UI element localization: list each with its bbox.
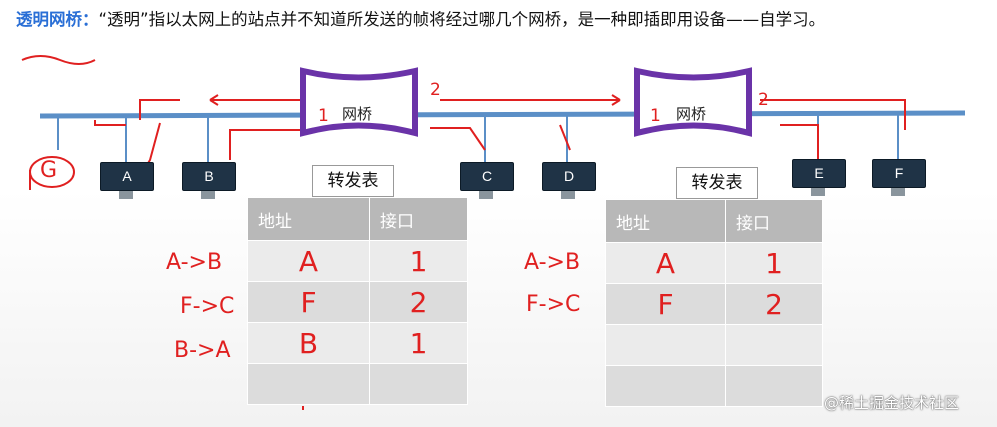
table-left-cell: 2 xyxy=(369,281,468,323)
host-g-circle xyxy=(29,156,75,188)
host-b-stand xyxy=(201,191,215,199)
table-right-cell xyxy=(725,365,823,407)
table-left-cell xyxy=(369,363,468,405)
direction-label-left: F->C xyxy=(180,294,235,319)
host-f: F xyxy=(872,159,926,188)
table-right-cell xyxy=(725,324,823,366)
bridge-right-label: 网桥 xyxy=(676,105,707,123)
table-right-header-row: 地址 接口 xyxy=(605,199,823,243)
host-g-label: G xyxy=(40,158,58,183)
table-right-title: 转发表 xyxy=(676,167,758,199)
bridge-right-port-2: 2 xyxy=(758,90,769,110)
bridge-left-shape xyxy=(300,67,418,137)
table-left-header-address: 地址 xyxy=(247,197,370,241)
table-right-header-address: 地址 xyxy=(605,199,726,243)
table-right-header-port: 接口 xyxy=(725,199,823,243)
table-left-cell: 1 xyxy=(369,322,468,364)
term-underline xyxy=(21,55,96,65)
table-right-cell xyxy=(605,324,726,366)
bridge-left-port-2: 2 xyxy=(430,80,441,100)
table-left-cell: F xyxy=(247,281,370,323)
header-body: “透明”指以太网上的站点并不知道所发送的帧将经过哪几个网桥，是一种即插即用设备—… xyxy=(98,10,826,29)
ethernet-line xyxy=(39,110,966,119)
bridge-left-label: 网桥 xyxy=(342,105,373,123)
host-e: E xyxy=(792,159,846,188)
bridge-right-shape xyxy=(634,67,752,137)
table-right-cell: 1 xyxy=(725,242,823,284)
header-term: 透明网桥： xyxy=(16,10,99,29)
bridge-left-port-1: 1 xyxy=(318,106,329,126)
table-left-cell: 1 xyxy=(369,240,468,282)
table-right-cell: 2 xyxy=(725,283,823,325)
table-left-title: 转发表 xyxy=(312,165,394,197)
host-a: A xyxy=(100,162,154,191)
host-f-stand xyxy=(891,188,905,196)
table-right-cell: A xyxy=(605,242,726,284)
table-left-header-port: 接口 xyxy=(369,197,468,241)
background-fade xyxy=(0,190,997,427)
table-left-cell: A xyxy=(247,240,370,282)
watermark: @稀土掘金技术社区 xyxy=(824,394,960,412)
table-right-cell xyxy=(605,365,726,407)
host-a-stand xyxy=(119,191,133,199)
table-row xyxy=(247,363,468,405)
table-row xyxy=(605,365,823,407)
table-row xyxy=(605,324,823,366)
table-left-cell: B xyxy=(247,322,370,364)
direction-label-left: B->A xyxy=(174,338,231,363)
host-e-stand xyxy=(811,188,825,196)
direction-label-right: F->C xyxy=(526,292,581,317)
table-right-cell: F xyxy=(605,283,726,325)
direction-label-right: A->B xyxy=(524,250,581,275)
header-text: 透明网桥：“透明”指以太网上的站点并不知道所发送的帧将经过哪几个网桥，是一种即插… xyxy=(16,6,991,33)
bridge-right-port-1: 1 xyxy=(650,106,661,126)
host-b: B xyxy=(182,162,236,191)
direction-label-left: A->B xyxy=(166,250,223,275)
host-d-stand xyxy=(561,191,575,199)
host-d: D xyxy=(542,162,596,191)
host-c: C xyxy=(460,162,514,191)
table-left-header-row: 地址 接口 xyxy=(247,197,468,241)
table-left-cell xyxy=(247,363,370,405)
frame-arrows xyxy=(29,94,906,190)
host-c-stand xyxy=(479,191,493,199)
